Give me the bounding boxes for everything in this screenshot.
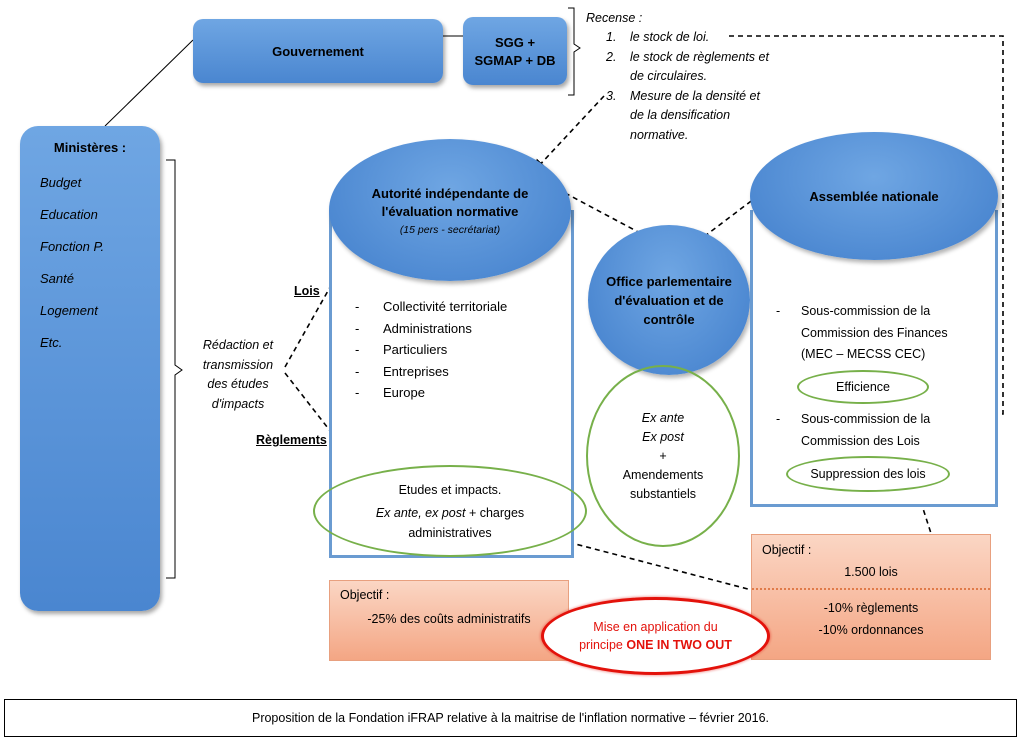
ministere-item: Fonction P.: [40, 239, 105, 254]
etudes-oval: Etudes et impacts. Ex ante, ex post + ch…: [313, 465, 587, 557]
assemblee-item1-line2: Commission des Finances: [801, 325, 948, 340]
redaction-line-3: des études: [207, 377, 269, 391]
one-in-two-bold: ONE IN TWO OUT: [626, 638, 732, 652]
autorite-item: Particuliers: [355, 339, 565, 361]
office-amendements: Amendements: [622, 467, 704, 482]
objectif-left-box: Objectif : -25% des coûts administratifs: [329, 580, 569, 661]
office-oval: Office parlementaire d'évaluation et de …: [588, 225, 750, 375]
office-title-1: Office parlementaire: [606, 273, 732, 289]
lois-label: Lois: [294, 284, 320, 298]
recense-item-line: de circulaires.: [630, 69, 708, 83]
caption-box: Proposition de la Fondation iFRAP relati…: [4, 699, 1017, 737]
sgg-label-1: SGG +: [494, 34, 536, 50]
recense-item-line: de la densification: [630, 108, 731, 122]
recense-item: 2. le stock de règlements et de circulaire…: [604, 48, 796, 87]
objectif-left-value: -25% des coûts administratifs: [367, 612, 531, 626]
autorite-item: Entreprises: [355, 361, 565, 383]
administratives-label: administratives: [408, 525, 492, 540]
recense-item-number: 1.: [606, 30, 617, 44]
recense-item: 1. le stock de loi.: [604, 28, 796, 48]
sgg-box: SGG + SGMAP + DB: [463, 17, 567, 85]
redaction-line-4: d'impacts: [211, 396, 265, 411]
efficience-label: Efficience: [836, 380, 890, 394]
etudes-label: Etudes et impacts.: [398, 482, 502, 497]
ministere-item: Logement: [40, 303, 98, 318]
ministere-item: Santé: [40, 271, 74, 286]
office-substantiels: substantiels: [629, 486, 696, 501]
objectif-right-label: Objectif :: [762, 543, 812, 557]
recense-items: 1. le stock de loi. 2. le stock de règlemen…: [604, 28, 796, 145]
gouvernement-box: Gouvernement: [193, 19, 443, 83]
redaction-line-2: transmission: [202, 357, 274, 372]
recense-item: 3. Mesure de la densité et de la densifica…: [604, 87, 796, 146]
recense-title: Recense :: [586, 11, 643, 25]
one-in-two-line2: principe ONE IN TWO OUT: [579, 636, 732, 654]
office-ex-ante: Ex ante: [641, 410, 685, 425]
assemblee-item2-line1: Sous-commission de la: [801, 412, 931, 426]
assemblee-item2-line2: Commission des Lois: [801, 433, 920, 448]
objectif-right-reglements: -10% règlements: [823, 601, 919, 615]
gouvernement-label: Gouvernement: [272, 43, 364, 59]
recense-list: Recense : 1. le stock de loi. 2. le stock d…: [586, 9, 796, 145]
recense-item-line: le stock de loi.: [630, 30, 710, 44]
charges-label: + charges: [468, 505, 525, 520]
objectif-right-box: Objectif : 1.500 lois -10% règlements -1…: [751, 534, 991, 660]
assemblee-oval: Assemblée nationale: [750, 132, 998, 260]
efficience-oval: Efficience: [797, 370, 929, 404]
objectif-right-ordonnances: -10% ordonnances: [818, 623, 924, 637]
autorite-item: Europe: [355, 382, 565, 404]
recense-item-number: 2.: [606, 49, 617, 64]
autorite-item: Administrations: [355, 318, 565, 340]
brace-ministeres: [166, 159, 183, 579]
assemblee-dash-1: -: [776, 304, 781, 318]
assemblee-item1-line3: (MEC – MECSS CEC): [801, 347, 926, 361]
suppression-oval: Suppression des lois: [786, 456, 950, 492]
ministere-item: Etc.: [40, 335, 63, 350]
office-title-3: contrôle: [643, 311, 695, 327]
redaction-line-1: Rédaction et: [202, 338, 274, 352]
autorite-subtitle: (15 pers - secrétariat): [399, 223, 501, 236]
office-ex-post: Ex post: [642, 429, 684, 444]
office-plus: +: [659, 448, 667, 463]
office-green-oval: Ex ante Ex post + Amendements substantie…: [586, 365, 740, 547]
suppression-label: Suppression des lois: [810, 467, 926, 481]
ministere-item: Education: [40, 207, 98, 222]
autorite-title-1: Autorité indépendante de: [371, 185, 529, 201]
recense-item-line: normative.: [630, 127, 689, 142]
one-in-two-oval: Mise en application du principe ONE IN T…: [541, 597, 770, 675]
etudes-line-2: Ex ante, ex post + charges: [376, 506, 524, 520]
autorite-items: Collectivité territorialeAdministrations…: [355, 296, 565, 404]
assemblee-dash-2: -: [776, 412, 781, 426]
office-title-2: d'évaluation et de: [614, 292, 724, 308]
autorite-item: Collectivité territoriale: [355, 296, 565, 318]
one-in-two-prefix: principe: [579, 638, 627, 652]
objectif-left-label: Objectif :: [340, 588, 390, 602]
assemblee-item1-line1: Sous-commission de la: [801, 304, 931, 318]
ex-ante-post: Ex ante, ex post: [375, 505, 466, 520]
line-ministeres-gouvernement: [104, 39, 194, 127]
one-in-two-line1: Mise en application du: [593, 620, 718, 634]
objectif-divider: [752, 588, 990, 590]
assemblee-title: Assemblée nationale: [809, 188, 939, 204]
objectif-right-lois: 1.500 lois: [844, 565, 898, 579]
reglements-label: Règlements: [256, 433, 327, 447]
sgg-label-2: SGMAP + DB: [474, 52, 556, 68]
assemblee-item-2: - Sous-commission de la Commission des L…: [776, 409, 986, 452]
brace-recense: [568, 7, 581, 96]
autorite-oval: Autorité indépendante de l'évaluation no…: [329, 139, 571, 281]
assemblee-item-1: - Sous-commission de la Commission des F…: [776, 301, 986, 366]
caption-text: Proposition de la Fondation iFRAP relati…: [251, 711, 769, 725]
recense-item-line: le stock de règlements et: [630, 49, 769, 64]
autorite-title-2: l'évaluation normative: [381, 203, 519, 219]
ministeres-title: Ministères :: [53, 140, 127, 155]
recense-item-line: Mesure de la densité et: [630, 88, 760, 103]
ministere-item: Budget: [40, 175, 82, 190]
redaction-text: Rédaction et transmission des études d'i…: [188, 336, 288, 414]
arrow-recense-autorite: [532, 95, 605, 173]
recense-item-number: 3.: [606, 88, 617, 103]
